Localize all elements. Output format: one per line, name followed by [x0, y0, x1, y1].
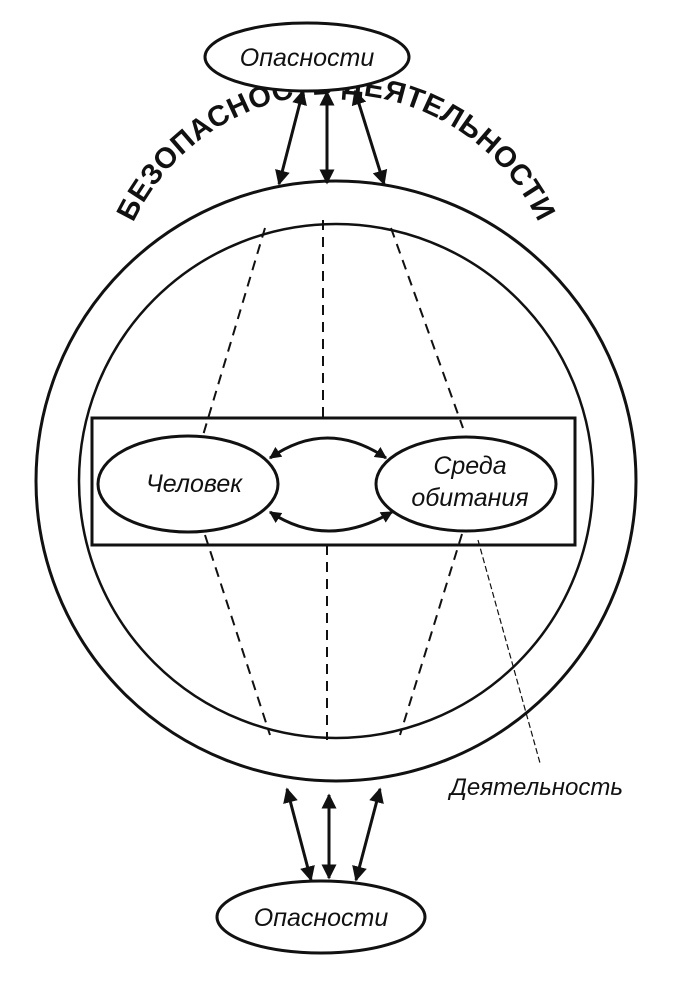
- dashed-bottom-left: [204, 534, 271, 736]
- activity-frame: [90, 416, 577, 547]
- interaction-arc-bottom: [269, 510, 394, 533]
- activity-label: Деятельность: [447, 774, 623, 801]
- top-arrow-left: [275, 89, 307, 186]
- human-label: Человек: [146, 470, 243, 498]
- dashed-top-right: [390, 227, 464, 429]
- ring-label: БЕЗОПАСНОСТЬ ДЕЯТЕЛЬНОСТИ: [111, 69, 561, 226]
- interaction-arc-top: [269, 436, 387, 460]
- environment-node: Среда обитания: [374, 435, 558, 533]
- dashed-bottom-right: [399, 533, 463, 736]
- top-hazards-node: Опасности: [203, 21, 411, 93]
- bottom-hazards-ellipse: [215, 879, 427, 955]
- interaction-arrows: [269, 436, 394, 533]
- environment-label-line2: обитания: [411, 484, 528, 512]
- top-hazards-label: Опасности: [240, 44, 375, 72]
- top-arrows: [275, 89, 388, 186]
- inner-ring: [77, 222, 595, 740]
- human-ellipse: [96, 434, 280, 534]
- bottom-arrow-right: [352, 787, 384, 882]
- top-arrow-right: [351, 89, 388, 186]
- environment-ellipse: [374, 435, 558, 533]
- bottom-hazards-node: Опасности: [215, 879, 427, 955]
- bottom-arrow-left: [283, 787, 315, 882]
- outer-ring: [34, 179, 638, 783]
- bottom-hazards-label: Опасности: [254, 904, 389, 932]
- human-node: Человек: [96, 434, 280, 534]
- environment-label-line1: Среда: [433, 452, 506, 480]
- bottom-arrows: [283, 787, 384, 882]
- dashed-lines: [200, 220, 464, 740]
- activity-leader-line: [477, 539, 541, 764]
- dashed-top-left: [200, 227, 266, 443]
- top-hazards-ellipse: [203, 21, 411, 93]
